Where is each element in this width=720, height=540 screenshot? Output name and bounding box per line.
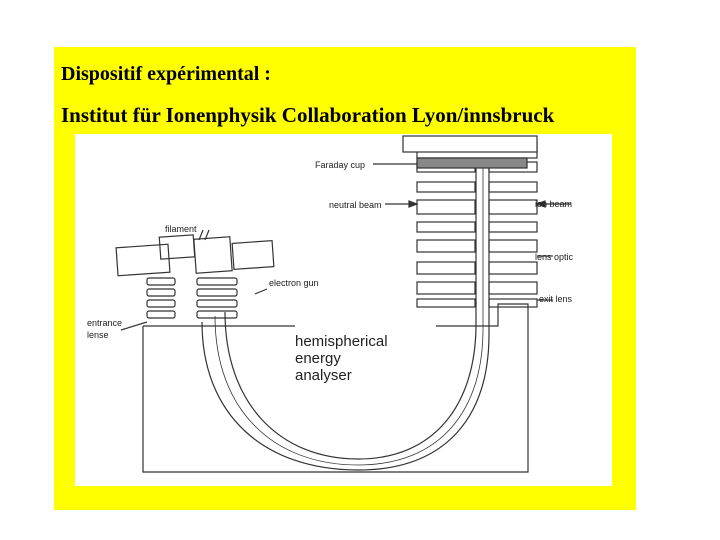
- label-analyser-line3: analyser: [295, 367, 352, 384]
- label-lens-optic: lens optic: [535, 252, 574, 262]
- hemisphere-inner-electrode: [201, 162, 490, 471]
- label-entrance-lense-line1: entrance: [87, 318, 122, 328]
- slide-title: Dispositif expérimental :: [61, 63, 271, 85]
- electron-gun-pointer: [254, 288, 268, 295]
- experimental-setup-diagram: Faraday cup neutral beam ion beam filame…: [75, 134, 612, 486]
- hemisphere-outer-electrode: [224, 162, 477, 460]
- label-exit-lens: exit lens: [539, 294, 573, 304]
- ion-beam-arrowhead: [535, 200, 546, 208]
- entrance-lens-stack: [146, 277, 238, 319]
- neutral-beam-arrowhead: [408, 200, 419, 208]
- faraday-cup-body: [416, 157, 528, 169]
- entrance-lense-pointer: [120, 321, 148, 331]
- filament-assembly: [115, 229, 275, 277]
- label-neutral-beam: neutral beam: [329, 200, 382, 210]
- analyser-housing: [142, 303, 529, 473]
- label-ion-beam: ion beam: [535, 199, 572, 209]
- label-analyser-line1: hemispherical: [295, 333, 388, 350]
- electron-trajectory: [214, 162, 484, 466]
- label-faraday-cup: Faraday cup: [315, 160, 365, 170]
- slide-subtitle: Institut für Ionenphysik Collaboration L…: [61, 103, 555, 127]
- label-entrance-lense-line2: lense: [87, 330, 109, 340]
- faraday-cup: [402, 135, 538, 153]
- label-analyser-line2: energy: [295, 350, 341, 367]
- diagram-background: [75, 134, 612, 486]
- label-filament: filament: [165, 224, 197, 234]
- label-electron-gun: electron gun: [269, 278, 319, 288]
